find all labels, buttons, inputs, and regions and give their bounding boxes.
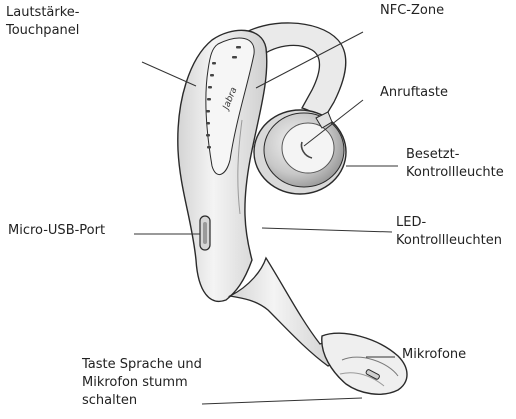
label-volume-touchpanel: Lautstärke- Touchpanel [6, 4, 79, 40]
label-microphones: Mikrofone [402, 346, 466, 364]
label-micro-usb-port: Micro-USB-Port [8, 222, 105, 240]
ear-bud [254, 110, 346, 194]
microphone-tip [322, 333, 407, 394]
label-nfc-zone: NFC-Zone [380, 2, 444, 20]
label-led-indicators: LED- Kontrollleuchten [396, 214, 502, 250]
label-voice-mute-button: Taste Sprache und Mikrofon stumm schalte… [82, 356, 202, 410]
label-call-button: Anruftaste [380, 84, 448, 102]
label-busy-indicator: Besetzt- Kontrollleuchte [406, 146, 504, 182]
